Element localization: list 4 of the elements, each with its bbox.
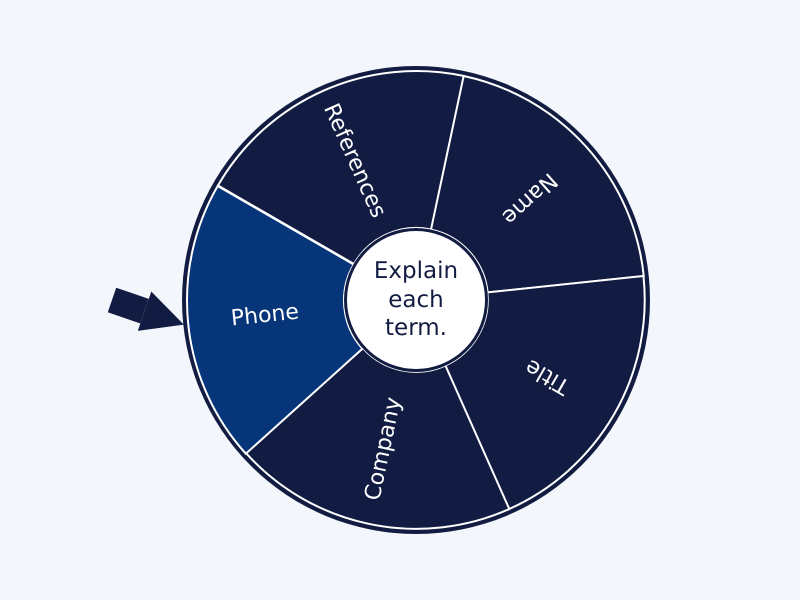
prompt-text: Explain each term. [372, 256, 460, 344]
segment-label: Phone [230, 301, 300, 330]
segment-label: Title [522, 354, 574, 398]
pointer-arrow [108, 288, 184, 331]
